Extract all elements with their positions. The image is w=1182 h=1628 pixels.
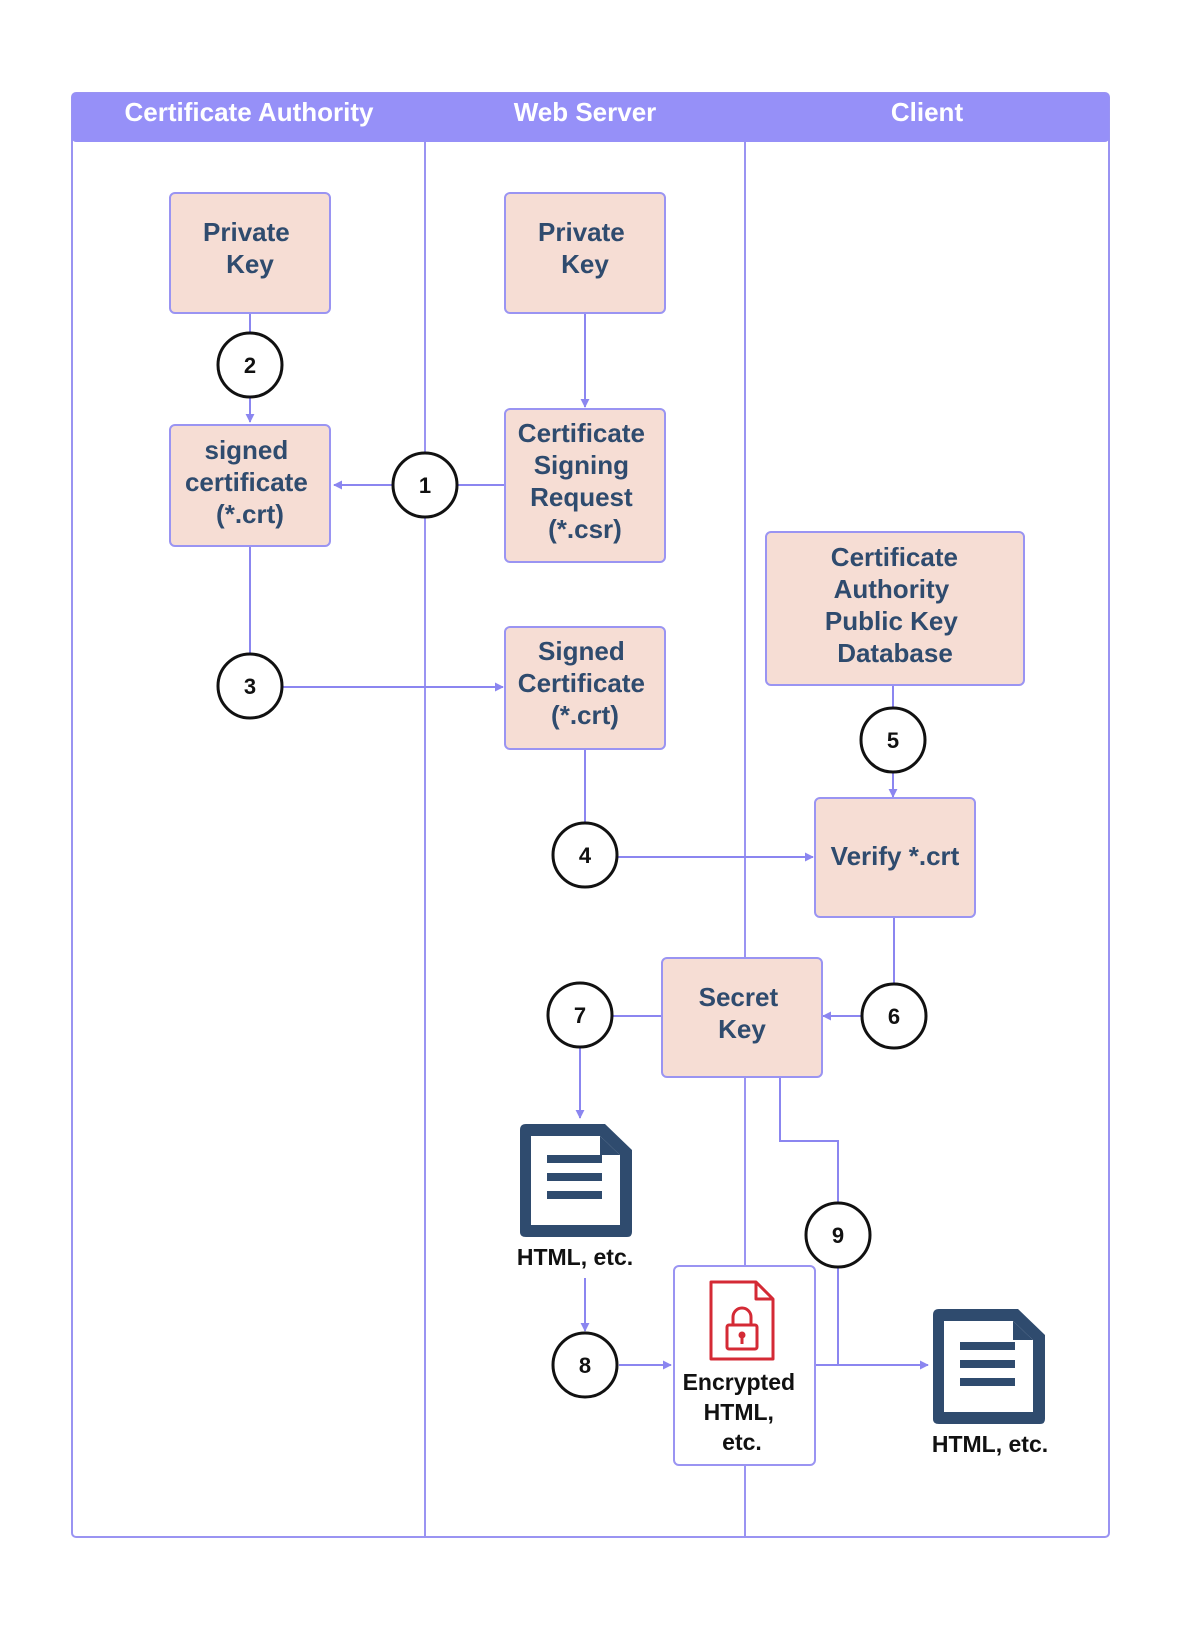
node-text-line: Authority <box>834 574 950 604</box>
step-1: 1 <box>391 451 459 519</box>
svg-text:signed certificate: signed certificate (*.crt) <box>185 435 315 529</box>
node-text-line: signed <box>204 435 288 465</box>
node-text-line: (*.csr) <box>548 514 622 544</box>
svg-text:Certificate Signing: Certificate Signing Request (*.csr) <box>518 418 652 544</box>
lane-title-certificate-authority: Certificate Authority <box>125 97 374 127</box>
node-encrypted-html: Encrypted HTML, etc. <box>673 1265 816 1466</box>
step-number: 4 <box>579 843 592 868</box>
html-document-client: HTML, etc. <box>932 1309 1048 1457</box>
step-6: 6 <box>860 982 928 1050</box>
locked-document-icon <box>709 1280 775 1361</box>
node-text-line: Encrypted <box>683 1369 795 1395</box>
svg-text:Private Key: Private Key <box>203 217 297 279</box>
svg-text:Secret Key: Secret Key <box>699 982 786 1044</box>
node-text-line: Certificate <box>518 418 645 448</box>
swimlane-frame: Certificate Authority Web Server Client <box>71 92 1110 1538</box>
lane-title-web-server: Web Server <box>514 97 657 127</box>
node-csr: Certificate Signing Request (*.csr) <box>504 408 666 563</box>
step-markers: 1 2 3 4 5 6 7 8 <box>216 331 928 1399</box>
document-icon <box>520 1124 632 1237</box>
step-4: 4 <box>551 821 619 889</box>
node-text-line: Key <box>226 249 274 279</box>
svg-text:Private Key: Private Key <box>538 217 632 279</box>
step-8: 8 <box>551 1331 619 1399</box>
step-5: 5 <box>859 706 927 774</box>
node-text-line: Certificate <box>831 542 958 572</box>
node-text-line: HTML, <box>704 1399 774 1425</box>
step-2: 2 <box>216 331 284 399</box>
node-text-line: Secret <box>699 982 779 1012</box>
svg-text:Certificate Authority: Certificate Authority Public Key Databas… <box>825 542 965 668</box>
node-text-line: Certificate <box>518 668 645 698</box>
step-number: 3 <box>244 674 256 699</box>
connector-secret-key-to-client-html <box>779 1077 929 1370</box>
step-number: 6 <box>888 1004 900 1029</box>
node-text-line: etc. <box>722 1429 762 1455</box>
step-3: 3 <box>216 652 284 720</box>
step-7: 7 <box>546 981 614 1049</box>
node-ca-private-key: Private Key <box>169 192 331 314</box>
node-signed-certificate-ws: Signed Certificate (*.crt) <box>504 626 666 750</box>
document-icon <box>933 1309 1045 1424</box>
node-text-line: (*.crt) <box>551 700 619 730</box>
node-text-line: Request <box>530 482 633 512</box>
node-text-line: certificate <box>185 467 308 497</box>
node-text-line: Key <box>718 1014 766 1044</box>
node-text-line: Key <box>561 249 609 279</box>
node-ws-private-key: Private Key <box>504 192 666 314</box>
node-text-line: Signing <box>534 450 629 480</box>
node-text-line: Verify *.crt <box>831 841 960 871</box>
node-verify-crt: Verify *.crt <box>814 797 976 918</box>
svg-text:Signed Certificate: Signed Certificate (*.crt) <box>518 636 652 730</box>
node-text-line: Signed <box>538 636 625 666</box>
node-text-line: Private <box>203 217 290 247</box>
step-number: 7 <box>574 1003 586 1028</box>
step-number: 5 <box>887 728 899 753</box>
document-caption: HTML, etc. <box>932 1431 1048 1457</box>
document-caption: HTML, etc. <box>517 1244 633 1270</box>
lane-title-client: Client <box>891 97 964 127</box>
lane-header-bar <box>72 93 1109 142</box>
step-number: 8 <box>579 1353 591 1378</box>
svg-text:Verify *.crt: Verify *.crt <box>831 841 960 871</box>
svg-text:Encrypted HTML, et: Encrypted HTML, etc. <box>683 1369 802 1455</box>
node-secret-key: Secret Key <box>661 957 823 1078</box>
node-text-line: (*.crt) <box>216 499 284 529</box>
step-number: 9 <box>832 1223 844 1248</box>
step-number: 2 <box>244 353 256 378</box>
node-text-line: Private <box>538 217 625 247</box>
node-text-line: Public Key <box>825 606 958 636</box>
node-ca-public-key-database: Certificate Authority Public Key Databas… <box>765 531 1025 686</box>
html-document-server: HTML, etc. <box>517 1124 633 1270</box>
step-9: 9 <box>804 1201 872 1269</box>
node-signed-certificate-ca: signed certificate (*.crt) <box>169 424 331 547</box>
step-number: 1 <box>419 473 431 498</box>
node-text-line: Database <box>837 638 953 668</box>
